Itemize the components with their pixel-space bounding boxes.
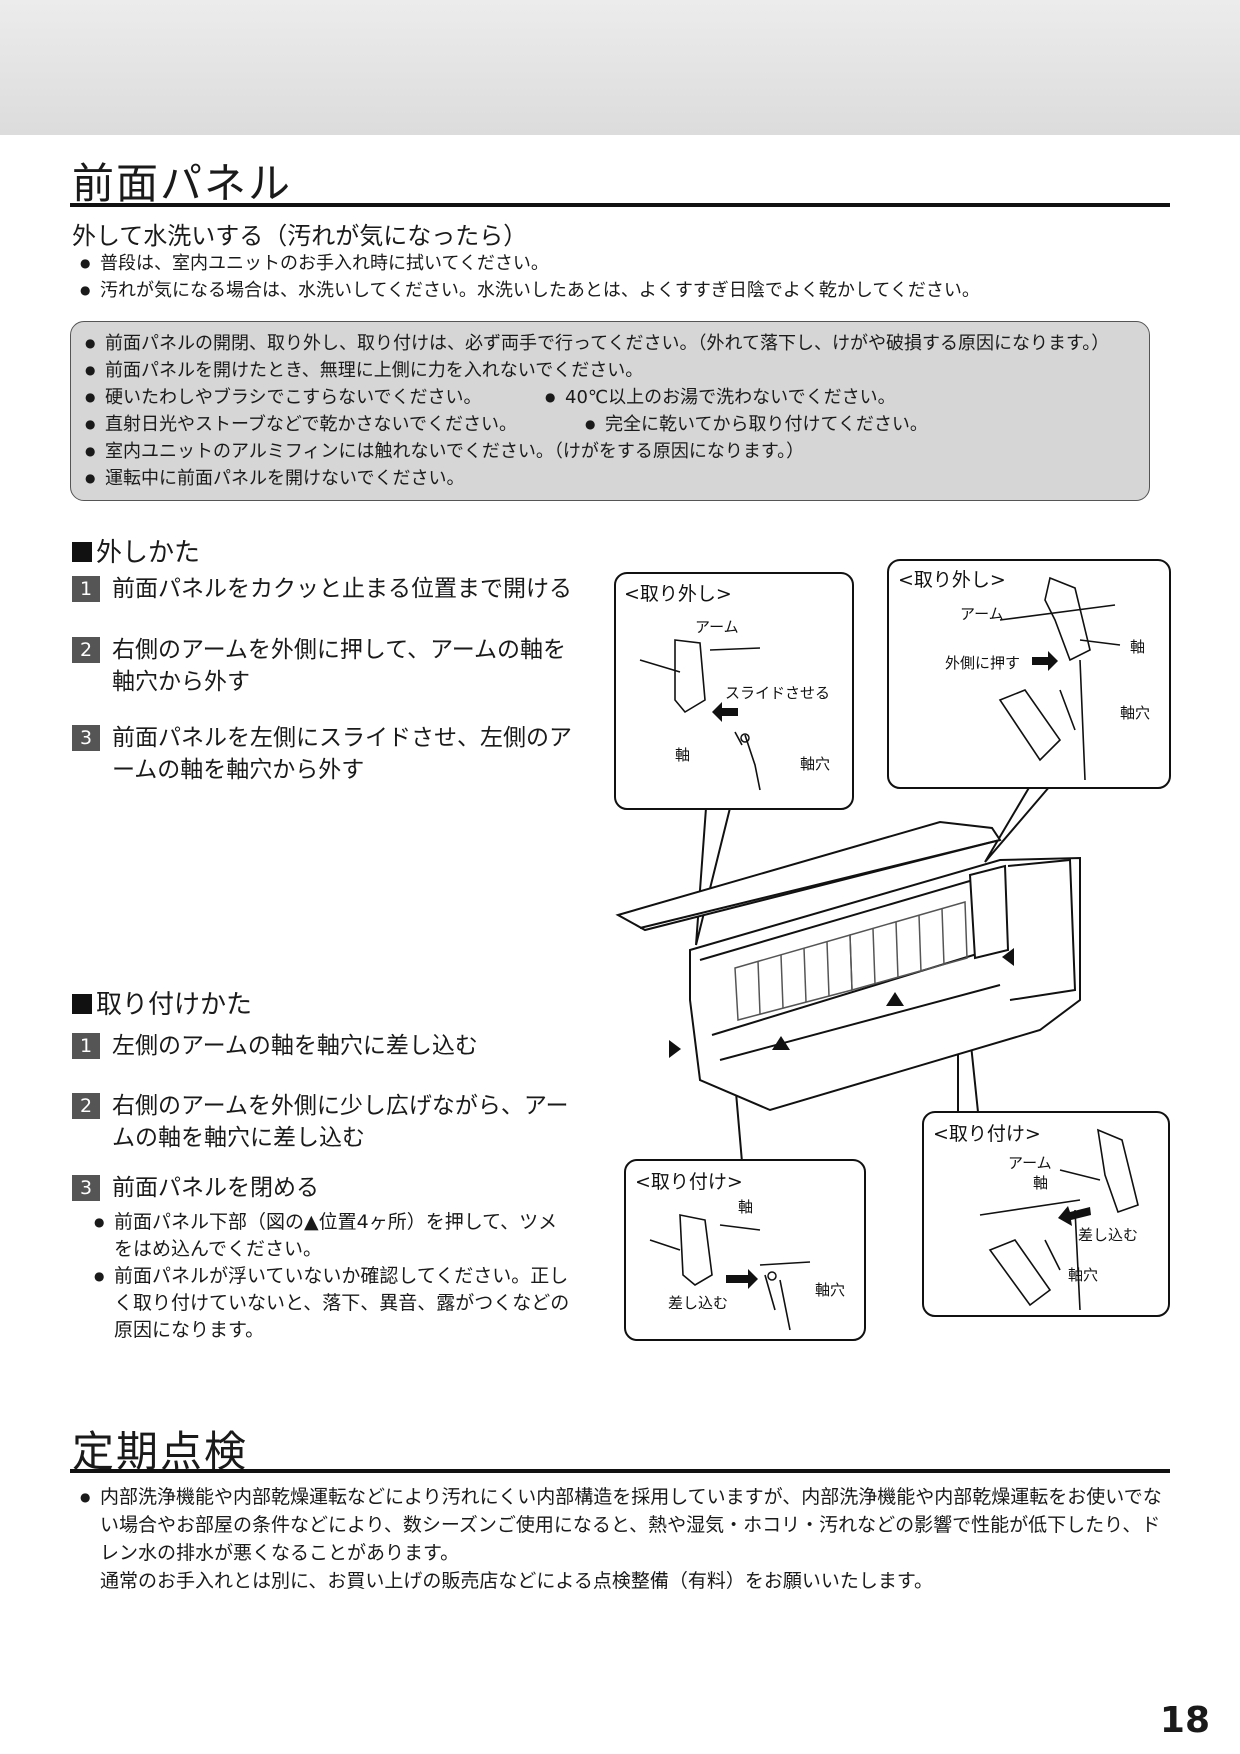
- triangle-marker-icon: [669, 1040, 681, 1058]
- caution-item: 前面パネルの開閉、取り外し、取り付けは、必ず両手で行ってください。（外れて落下し…: [85, 330, 1135, 357]
- svg-text:外側に押す: 外側に押す: [945, 654, 1020, 672]
- page-number: 18: [1159, 1700, 1210, 1741]
- inspection-continuation: 通常のお手入れとは別に、お買い上げの販売店などによる点検整備（有料）をお願いいた…: [100, 1570, 933, 1592]
- caution-item: 前面パネルを開けたとき、無理に上側に力を入れないでください。: [85, 357, 1135, 384]
- caution-item: 直射日光やストーブなどで乾かさないでください。: [85, 411, 585, 438]
- intro-list: 普段は、室内ユニットのお手入れ時に拭いてください。 汚れが気になる場合は、水洗い…: [80, 250, 1160, 304]
- svg-text:軸: 軸: [1033, 1174, 1048, 1192]
- caution-item: 40℃以上のお湯で洗わないでください。: [545, 384, 896, 411]
- attach-notes: 前面パネル下部（図の▲位置4ヶ所）を押して、ツメをはめ込んでください。 前面パネ…: [94, 1209, 572, 1344]
- intro-item: 普段は、室内ユニットのお手入れ時に拭いてください。: [80, 250, 1160, 277]
- callout-attach-right: <取り付け> アーム 軸 差し込む 軸穴: [922, 1111, 1170, 1317]
- square-icon: [72, 542, 92, 562]
- section-title-front-panel: 前面パネル: [72, 159, 293, 208]
- ac-unit-illustration: [615, 820, 1081, 1112]
- svg-text:アーム: アーム: [695, 618, 739, 636]
- svg-text:軸: 軸: [675, 746, 690, 764]
- svg-text:軸: 軸: [1130, 638, 1145, 656]
- svg-text:軸: 軸: [738, 1198, 753, 1216]
- header-band: [0, 0, 1240, 135]
- svg-text:<取り外し>: <取り外し>: [898, 569, 1006, 591]
- svg-text:<取り付け>: <取り付け>: [933, 1123, 1041, 1145]
- inspection-item: 内部洗浄機能や内部乾燥運転などにより汚れにくい内部構造を採用していますが、内部洗…: [80, 1483, 1170, 1567]
- panel-diagram: <取り外し> アーム スライドさせる 軸 軸穴 <取り外し> アーム 外側に押す…: [614, 559, 1171, 1341]
- svg-text:<取り付け>: <取り付け>: [635, 1171, 743, 1193]
- attach-note: 前面パネルが浮いていないか確認してください。正しく取り付けていないと、落下、異音…: [94, 1263, 572, 1344]
- wash-subtitle: 外して水洗いする（汚れが気になったら）: [72, 222, 528, 250]
- svg-text:軸穴: 軸穴: [1068, 1266, 1098, 1284]
- caution-item: 運転中に前面パネルを開けないでください。: [85, 465, 1135, 492]
- title-rule: [70, 1469, 1170, 1473]
- caution-box: 前面パネルの開閉、取り外し、取り付けは、必ず両手で行ってください。（外れて落下し…: [70, 321, 1150, 501]
- caution-item: 完全に乾いてから取り付けてください。: [585, 411, 928, 438]
- inspection-text: 内部洗浄機能や内部乾燥運転などにより汚れにくい内部構造を採用していますが、内部洗…: [80, 1483, 1170, 1595]
- caution-item: 硬いたわしやブラシでこすらないでください。: [85, 384, 545, 411]
- svg-text:スライドさせる: スライドさせる: [725, 684, 830, 702]
- remove-heading: 外しかた: [72, 532, 200, 569]
- svg-text:アーム: アーム: [1008, 1154, 1052, 1172]
- square-icon: [72, 994, 92, 1014]
- filter-grid: [734, 901, 968, 1021]
- triangle-marker-icon: [1002, 948, 1014, 966]
- section-title-inspection: 定期点検: [72, 1427, 249, 1476]
- intro-item: 汚れが気になる場合は、水洗いしてください。水洗いしたあとは、よくすすぎ日陰でよく…: [80, 277, 1160, 304]
- svg-text:軸穴: 軸穴: [1120, 704, 1150, 722]
- svg-text:<取り外し>: <取り外し>: [624, 583, 732, 605]
- triangle-marker-icon: [886, 992, 904, 1006]
- callout-remove-right: <取り外し> アーム 外側に押す 軸 軸穴: [887, 559, 1171, 789]
- svg-text:差し込む: 差し込む: [668, 1294, 728, 1312]
- svg-text:アーム: アーム: [960, 605, 1004, 623]
- svg-text:軸穴: 軸穴: [815, 1281, 845, 1299]
- svg-text:差し込む: 差し込む: [1078, 1226, 1138, 1244]
- caution-item: 室内ユニットのアルミフィンには触れないでください。（けがをする原因になります。）: [85, 438, 1135, 465]
- attach-heading: 取り付けかた: [72, 984, 252, 1021]
- press-position-markers: [669, 948, 1014, 1058]
- svg-text:軸穴: 軸穴: [800, 755, 830, 773]
- title-rule: [70, 203, 1170, 207]
- callout-remove-left: <取り外し> アーム スライドさせる 軸 軸穴: [614, 572, 854, 810]
- attach-note: 前面パネル下部（図の▲位置4ヶ所）を押して、ツメをはめ込んでください。: [94, 1209, 572, 1263]
- triangle-marker-icon: [772, 1036, 790, 1050]
- callout-attach-left: <取り付け> 軸 差し込む 軸穴: [624, 1159, 866, 1341]
